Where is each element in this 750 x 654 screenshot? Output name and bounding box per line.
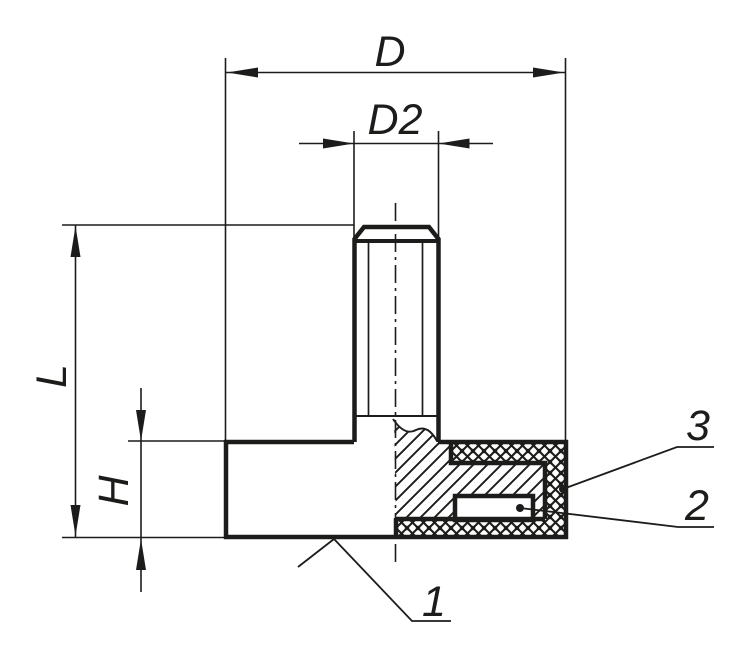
part-label-2: 2: [684, 482, 709, 530]
part-label-1: 1: [422, 578, 446, 626]
dim-label-D2: D2: [368, 96, 423, 144]
arrow-D2-right: [438, 138, 470, 149]
leader-line-part2: [519, 507, 714, 528]
arrow-H-top: [136, 410, 146, 441]
dim-label-L: L: [28, 364, 76, 388]
break-line-wavy: [392, 418, 438, 442]
leader-line-part3: [562, 446, 714, 490]
leader-line-part1: [297, 537, 451, 622]
rubber-metal-boundary: [448, 441, 548, 519]
arrow-D-right: [533, 67, 564, 78]
dim-label-H: H: [90, 475, 138, 507]
stud-outline: [352, 224, 441, 442]
arrow-H-bottom: [136, 539, 146, 570]
arrow-L-top: [70, 226, 81, 257]
arrow-L-bottom: [70, 505, 81, 536]
part-label-3: 3: [686, 402, 710, 450]
dim-label-D: D: [374, 28, 405, 76]
arrow-D-left: [227, 67, 258, 78]
arrow-D2-left: [323, 138, 354, 149]
